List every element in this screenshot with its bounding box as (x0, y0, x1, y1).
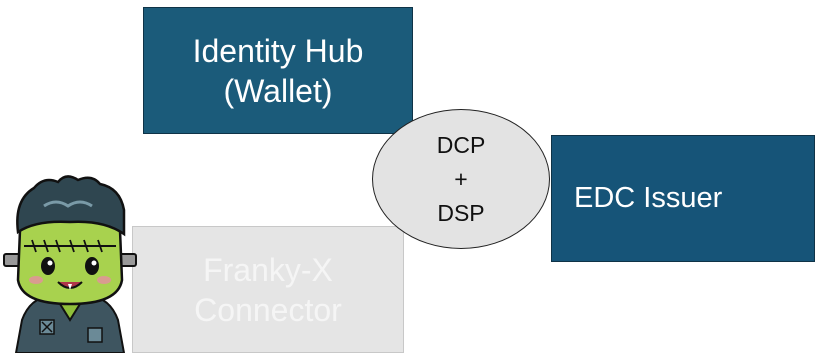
identity-hub-label: Identity Hub (192, 32, 364, 69)
frankenstein-mascot-icon (3, 175, 137, 353)
edc-issuer-label: EDC Issuer (574, 182, 723, 214)
connector-label: Connector (194, 291, 342, 328)
dcp-label: DCP (436, 132, 486, 158)
plus-label: + (454, 166, 468, 192)
franky-label: Franky-X (203, 251, 333, 288)
edc-issuer-box: EDC Issuer (551, 135, 815, 262)
franky-connector-box: Franky-X Connector (132, 226, 404, 353)
protocol-ellipse: DCP + DSP (372, 109, 550, 249)
identity-hub-sublabel: (Wallet) (223, 72, 333, 109)
identity-hub-box: Identity Hub (Wallet) (143, 7, 413, 134)
dsp-label: DSP (437, 200, 485, 226)
